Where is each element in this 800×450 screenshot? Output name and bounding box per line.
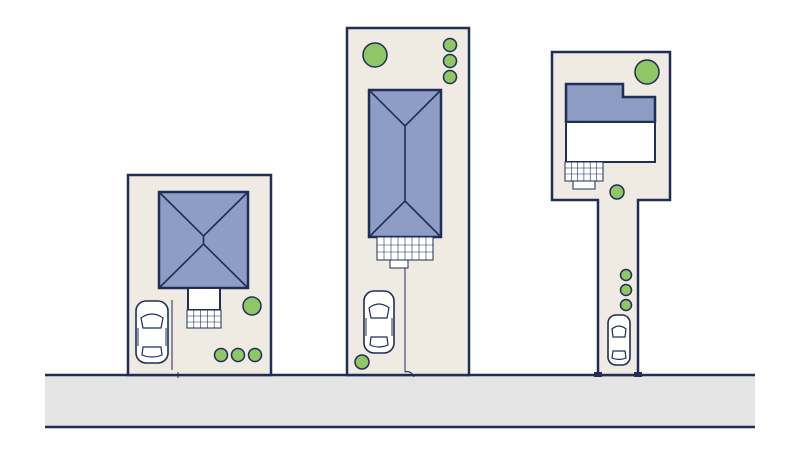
- tree-icon: [442, 53, 458, 69]
- tree-icon: [362, 42, 388, 68]
- street: [45, 373, 755, 429]
- tree-icon: [634, 59, 660, 85]
- road-surface: [45, 375, 755, 427]
- roof-ridge-lines: [158, 191, 249, 289]
- car-icon: [363, 290, 395, 354]
- tree-icon: [354, 354, 370, 370]
- tree-icon: [619, 283, 633, 297]
- tree-icon: [619, 268, 633, 282]
- tree-icon: [442, 69, 458, 85]
- tree-icon: [619, 298, 633, 312]
- car-icon: [607, 314, 631, 366]
- paving-grid-icon: [186, 309, 222, 329]
- gate-post: [634, 372, 642, 377]
- lot-middle: [345, 26, 471, 378]
- paving-grid-icon: [376, 236, 434, 261]
- lot-right: [550, 50, 672, 377]
- tree-icon: [242, 296, 262, 316]
- tree-icon: [442, 37, 458, 53]
- paving-grid-icon: [564, 161, 604, 182]
- porch: [187, 287, 221, 311]
- step: [389, 259, 409, 269]
- roof-ridge-lines: [368, 89, 442, 238]
- step: [572, 180, 596, 190]
- house-annex: [565, 121, 656, 163]
- tree-icon: [247, 347, 263, 363]
- tree-icon: [230, 347, 246, 363]
- tree-icon: [609, 184, 625, 200]
- gate-post: [594, 372, 602, 377]
- lot-left: [126, 173, 273, 378]
- tree-icon: [213, 347, 229, 363]
- gate-arc: [404, 371, 415, 378]
- car-icon: [135, 300, 169, 364]
